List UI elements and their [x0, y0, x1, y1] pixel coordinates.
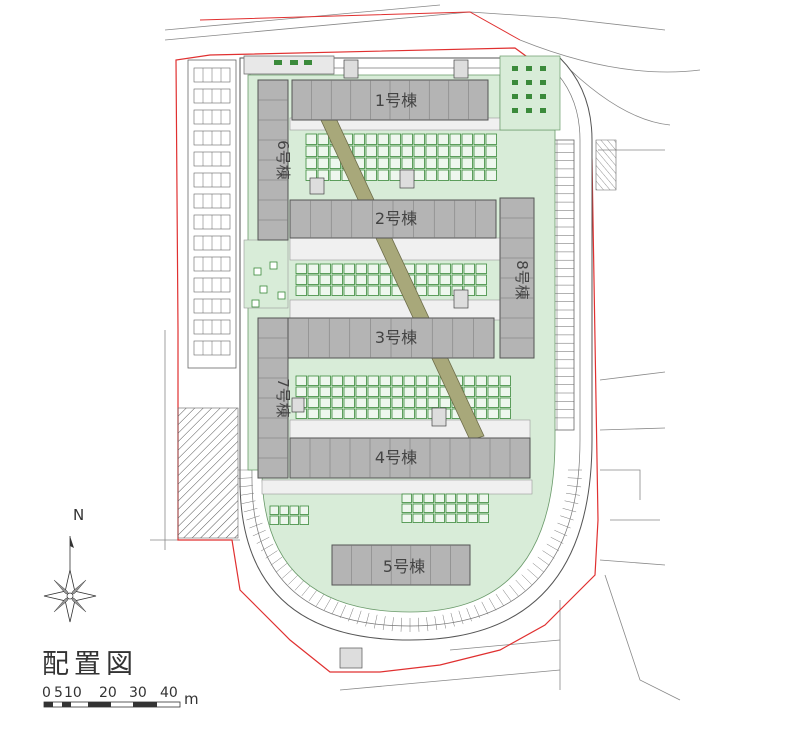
scale-tick-0: 0	[42, 685, 51, 701]
scale-tick-20: 20	[99, 685, 117, 701]
east-ramp-hatch	[595, 139, 617, 191]
north-label: N	[73, 506, 85, 524]
entry-plaza	[243, 55, 335, 75]
north-compass	[43, 536, 97, 623]
scale-tick-10: 10	[64, 685, 82, 701]
map-title: 配置図	[42, 649, 138, 680]
building-7-label: 7号棟	[274, 378, 292, 418]
south-entrance	[339, 647, 363, 669]
building-labels: 1号棟 2号棟 3号棟 4号棟 5号棟 6号棟 7号棟 8号棟	[274, 91, 531, 576]
embankment-hatch	[177, 407, 239, 539]
building-4-label: 4号棟	[375, 448, 417, 467]
north-east-plaza	[499, 55, 561, 131]
scale-unit: m	[184, 690, 199, 708]
scale-bar	[43, 701, 181, 708]
building-6-label: 6号棟	[274, 140, 292, 180]
site-boundary	[175, 47, 599, 673]
building-8-label: 8号棟	[513, 260, 531, 300]
stair-cores	[291, 59, 469, 427]
scale-tick-40: 40	[160, 685, 178, 701]
building-2-label: 2号棟	[375, 209, 417, 228]
building-1-label: 1号棟	[375, 91, 417, 110]
scale-tick-5: 5	[54, 685, 63, 701]
building-5	[331, 544, 471, 586]
building-3-label: 3号棟	[375, 328, 417, 347]
scale-tick-30: 30	[129, 685, 147, 701]
left-parking-strip	[187, 59, 237, 369]
building-5-label: 5号棟	[383, 557, 425, 576]
ring-parking	[238, 469, 582, 632]
